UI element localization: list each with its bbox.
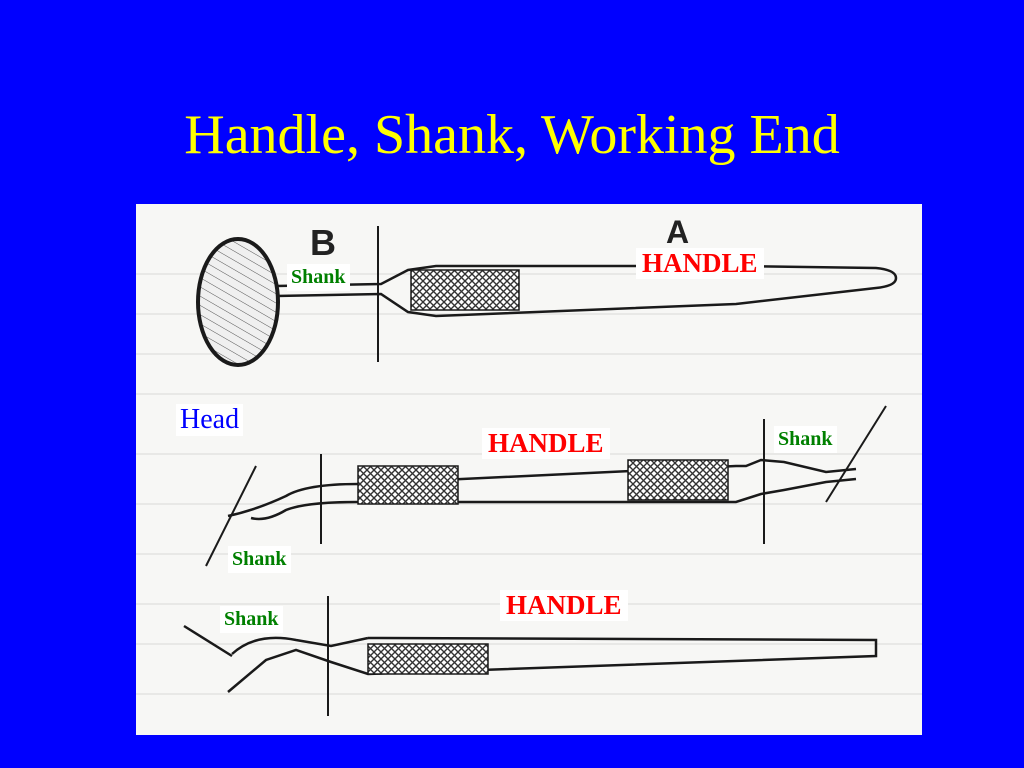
head-label: Head bbox=[176, 404, 244, 436]
grip-knurl-2a bbox=[357, 465, 459, 505]
left-tip-2 bbox=[250, 500, 359, 521]
divider-slant-right bbox=[825, 405, 887, 503]
explorer-handle-shank bbox=[227, 636, 878, 693]
shank-label-2-left: Shank bbox=[228, 546, 291, 573]
instrument-drawing bbox=[136, 226, 922, 716]
grip-knurl-2b bbox=[627, 459, 729, 501]
instrument-diagram: B A HANDLE Shank Head HANDLE Shank Shank… bbox=[136, 204, 922, 735]
handle-label-3: HANDLE bbox=[500, 590, 628, 621]
handle-2-top bbox=[357, 458, 857, 486]
explorer-instrument bbox=[183, 596, 878, 716]
left-shank-2 bbox=[227, 482, 359, 518]
handle-label-2: HANDLE bbox=[482, 428, 610, 459]
handle-label-1: HANDLE bbox=[636, 248, 764, 279]
grip-knurl-3 bbox=[367, 643, 489, 675]
mouth-mirror bbox=[196, 226, 898, 367]
slide-title: Handle, Shank, Working End bbox=[184, 104, 840, 166]
shank-label-3: Shank bbox=[220, 606, 283, 633]
shank-label-1: Shank bbox=[287, 264, 350, 291]
section-letter-a: A bbox=[666, 214, 690, 250]
grip-knurl-1 bbox=[410, 269, 520, 311]
mirror-shank-handle bbox=[275, 264, 898, 318]
divider-slant-left bbox=[205, 465, 257, 567]
double-ended-instrument bbox=[205, 405, 887, 567]
handle-2-bottom bbox=[358, 477, 857, 504]
section-letter-b: B bbox=[310, 222, 336, 263]
explorer-shank-top bbox=[231, 636, 369, 655]
shank-label-2-right: Shank bbox=[774, 426, 837, 453]
mirror-head bbox=[196, 237, 280, 367]
explorer-tip bbox=[183, 624, 233, 658]
